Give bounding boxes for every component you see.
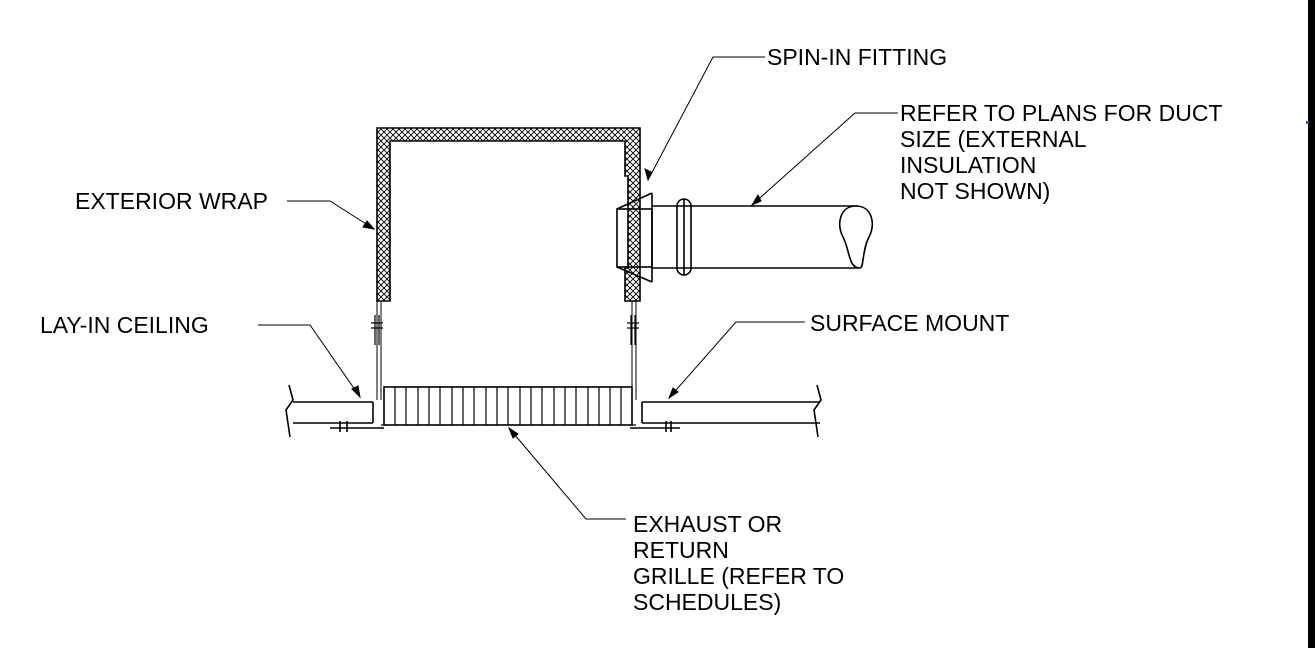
duct-note-line-1: REFER TO PLANS FOR DUCT xyxy=(900,100,1223,126)
leader-lay-in-ceiling xyxy=(258,324,361,399)
grille-note-line-1: EXHAUST OR xyxy=(633,511,783,537)
leader-exterior-wrap xyxy=(287,200,376,230)
leader-duct xyxy=(750,112,898,207)
plenum-liner xyxy=(376,301,637,400)
duct xyxy=(652,198,873,276)
border-tick-mark xyxy=(1306,121,1309,124)
ceiling-left xyxy=(285,384,384,438)
grille-note-line-2: RETURN xyxy=(633,537,729,563)
grille xyxy=(381,386,636,426)
exterior-wrap-insulation xyxy=(376,127,641,302)
fastener-right xyxy=(627,315,639,345)
label-spin-in-fitting: SPIN-IN FITTING xyxy=(767,44,948,70)
label-surface-mount: SURFACE MOUNT xyxy=(810,310,1010,336)
grille-note-line-3: GRILLE (REFER TO xyxy=(633,563,845,589)
ceiling-right xyxy=(630,384,822,438)
duct-note-line-3: INSULATION xyxy=(900,152,1037,178)
right-border-bar xyxy=(1308,0,1315,648)
label-exterior-wrap: EXTERIOR WRAP xyxy=(75,188,268,214)
label-grille-note: EXHAUST OR RETURN GRILLE (REFER TO SCHED… xyxy=(633,511,844,615)
label-lay-in-ceiling: LAY-IN CEILING xyxy=(40,312,209,338)
duct-note-line-4: NOT SHOWN) xyxy=(900,178,1051,204)
fastener-left xyxy=(371,315,383,345)
duct-note-line-2: SIZE (EXTERNAL xyxy=(900,126,1087,152)
leader-surface-mount xyxy=(667,321,805,400)
label-duct-note: REFER TO PLANS FOR DUCT SIZE (EXTERNAL I… xyxy=(900,100,1222,204)
grille-note-line-4: SCHEDULES) xyxy=(633,589,782,615)
spin-in-fitting xyxy=(616,192,653,283)
leader-grille xyxy=(507,426,626,520)
leader-spin-in xyxy=(644,56,765,182)
